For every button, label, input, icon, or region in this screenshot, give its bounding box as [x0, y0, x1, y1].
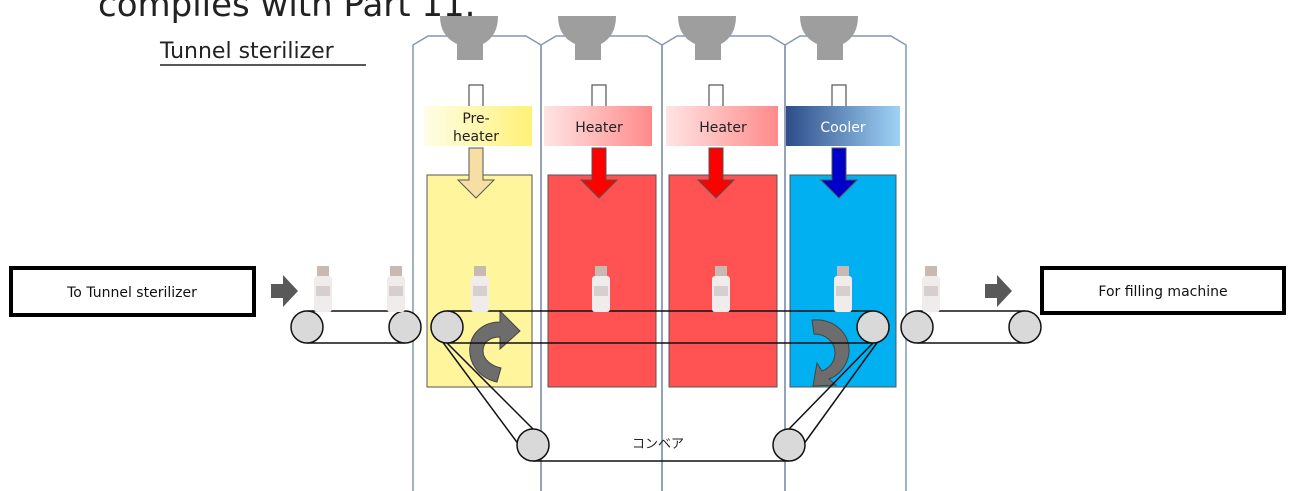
filter-box-cooler: [786, 106, 900, 146]
vials: [314, 266, 940, 312]
roller: [1008, 310, 1042, 344]
zone-label-heater-2: Heater: [699, 120, 747, 136]
zone-label-preheater-line1: Pre-: [462, 111, 489, 127]
airflow-arrow-heater-2: [696, 147, 736, 199]
flow-arrow-icon: [985, 275, 1012, 307]
roller: [856, 310, 890, 344]
duct: [831, 84, 847, 108]
vial-icon: [314, 266, 332, 312]
airflow-arrow-preheater: [456, 147, 496, 199]
duct: [468, 84, 484, 108]
roller: [290, 310, 324, 344]
airflow-arrows: [456, 147, 859, 199]
roller: [772, 428, 806, 462]
roller: [430, 310, 464, 344]
vial-icon: [834, 266, 852, 312]
flow-arrow-icon: [271, 275, 298, 307]
outlet-box: [1040, 266, 1286, 315]
inlet-label: To Tunnel sterilizer: [66, 285, 197, 301]
vial-icon: [712, 266, 730, 312]
zone-label-boxes: [424, 106, 900, 146]
conveyors: [307, 310, 1025, 462]
duct: [708, 84, 724, 108]
flow-arrows: [271, 275, 1012, 307]
vial-icon: [387, 266, 405, 312]
fan-icon: [440, 16, 498, 60]
zone-labels: Pre- heater Heater Heater Cooler: [453, 111, 866, 145]
fan-icon: [558, 16, 616, 60]
recirculation-arrow-preheater: [469, 309, 521, 383]
fans: [440, 16, 858, 60]
page-title: complies with Part 11.: [98, 0, 475, 25]
roller: [516, 428, 550, 462]
duct: [591, 84, 607, 108]
chambers: [426, 174, 897, 388]
filter-box-preheater: [424, 106, 532, 146]
vial-icon: [922, 266, 940, 312]
filter-box-heater-1: [544, 106, 652, 146]
rollers: [290, 310, 1042, 462]
main-conveyor-belt: [432, 310, 888, 462]
outlet-label: For filling machine: [1098, 284, 1227, 300]
vial-icon: [471, 266, 489, 312]
filter-box-heater-2: [666, 106, 778, 146]
roller: [900, 310, 934, 344]
fan-icon: [800, 16, 858, 60]
ducts: [468, 84, 847, 108]
inlet-box: [9, 266, 256, 317]
diagram-title: Tunnel sterilizer: [159, 39, 335, 64]
zone-label-preheater-line2: heater: [453, 129, 499, 145]
vial-icon: [592, 266, 610, 312]
airflow-arrow-heater-1: [579, 147, 619, 199]
zone-label-heater-1: Heater: [575, 120, 623, 136]
fan-icon: [678, 16, 736, 60]
airflow-arrow-cooler: [819, 147, 859, 199]
roller: [388, 310, 422, 344]
conveyor-label: コンベア: [632, 437, 684, 452]
zone-label-cooler: Cooler: [820, 120, 865, 136]
